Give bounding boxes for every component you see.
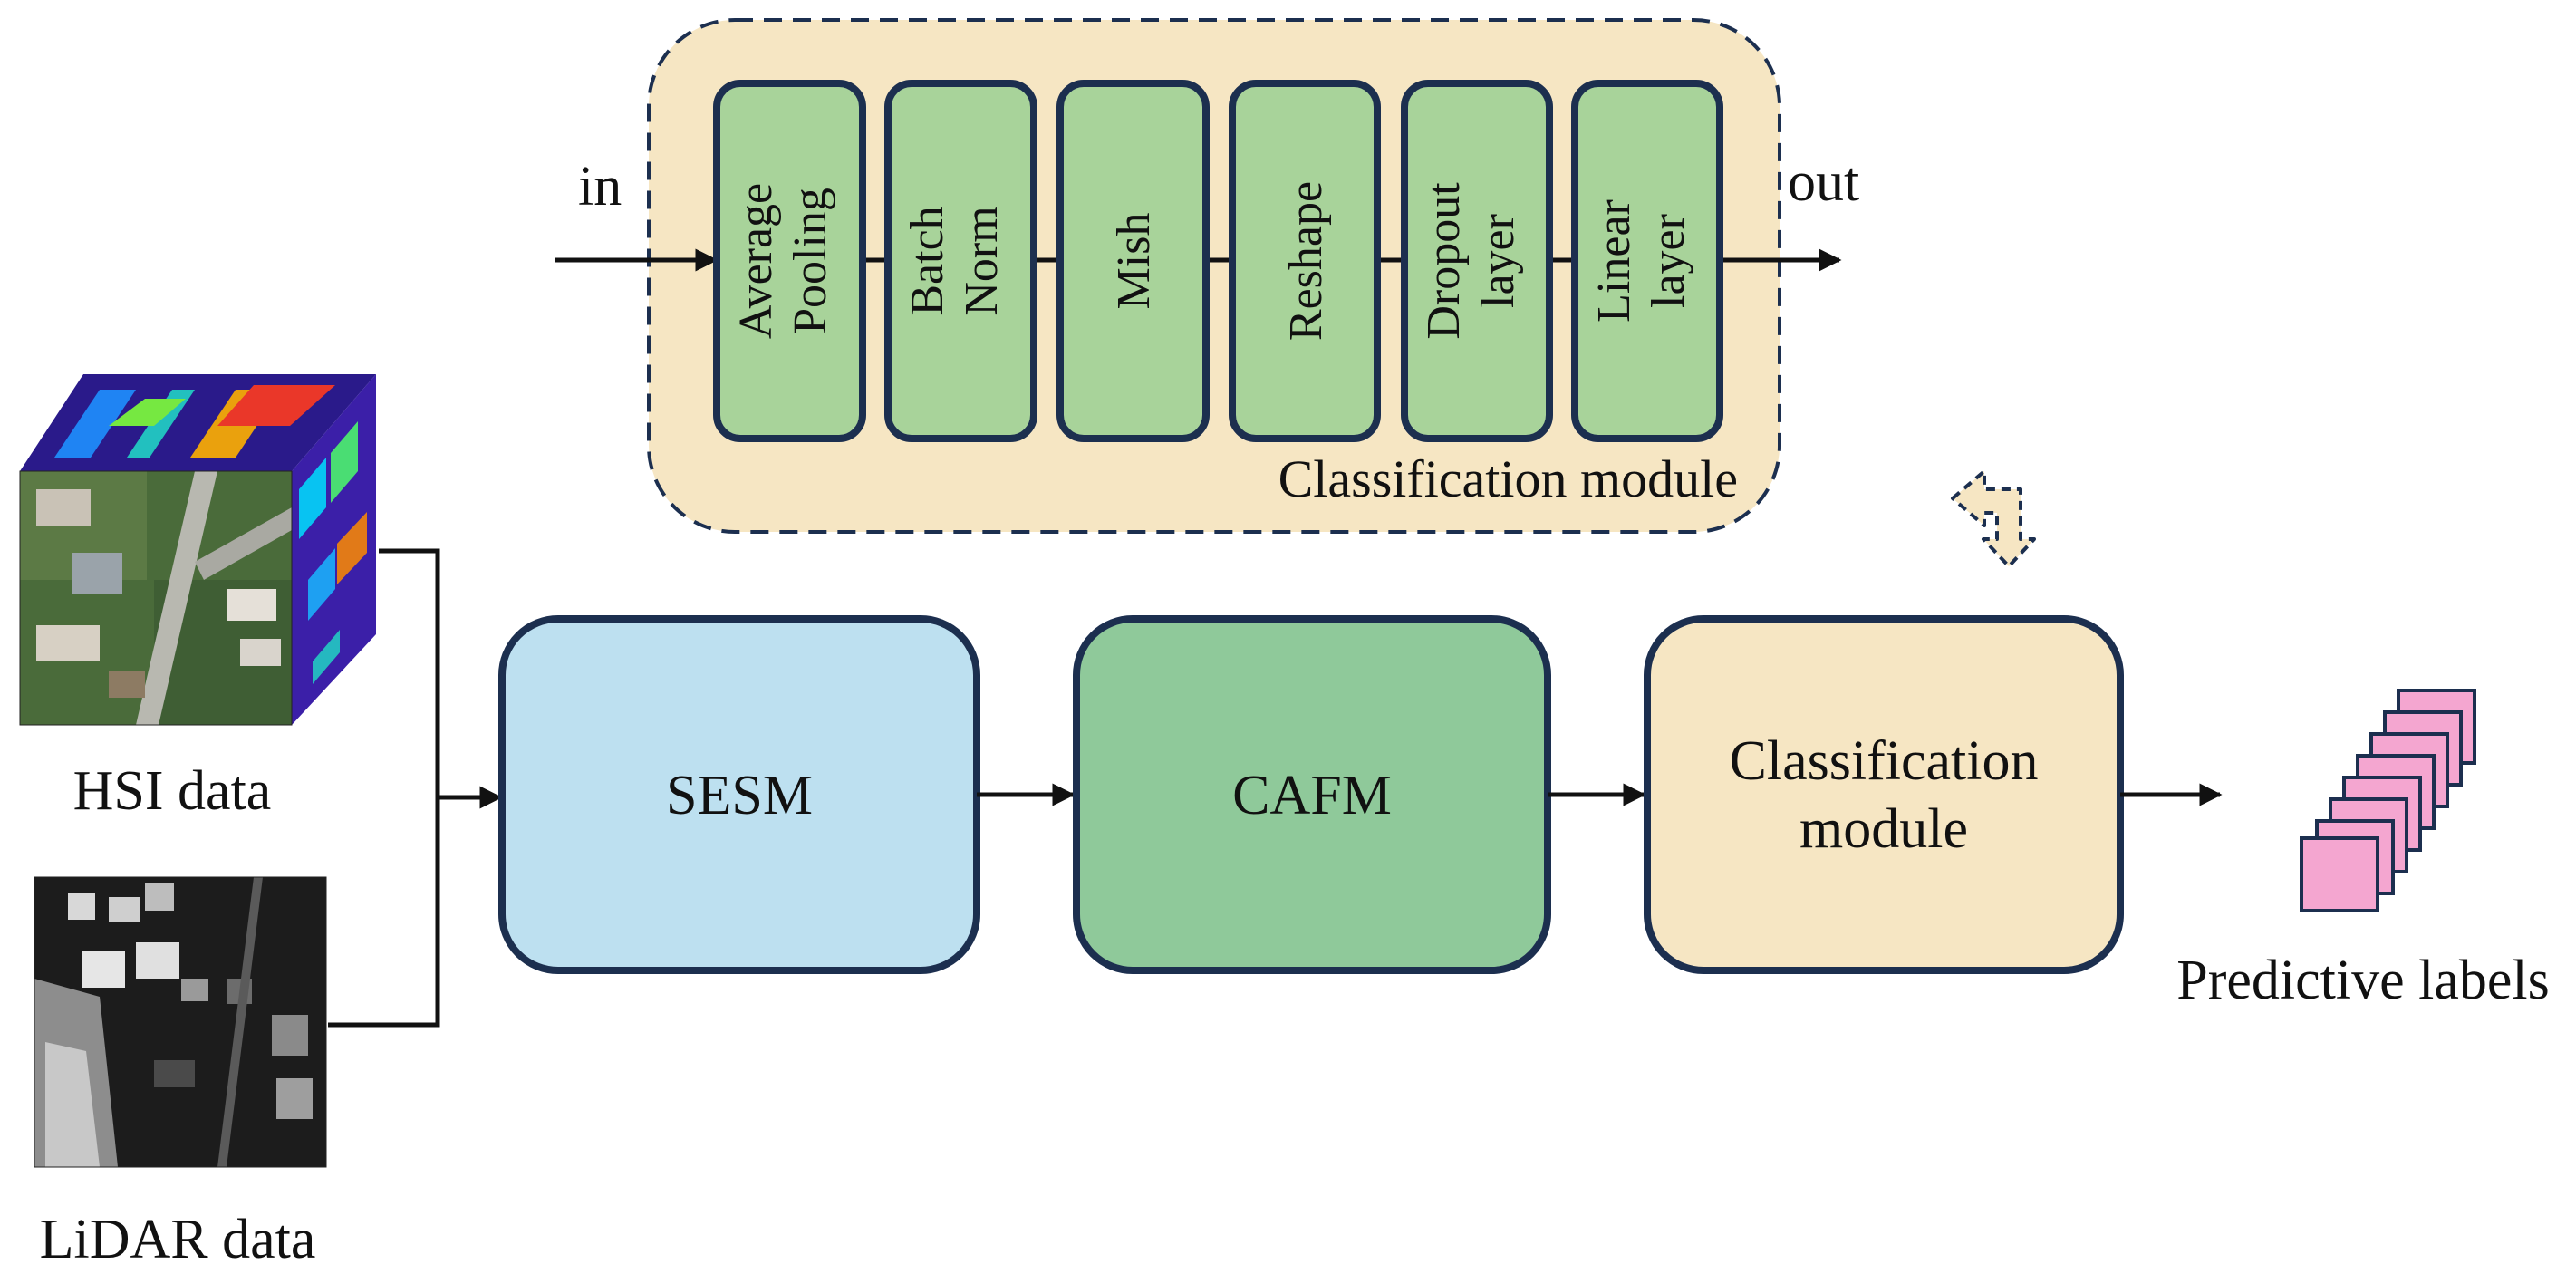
- cafm-label: CAFM: [1232, 765, 1392, 826]
- stage-mish: Mish: [1056, 80, 1210, 442]
- classification-module-block: Classification module: [1644, 615, 2124, 974]
- stage-label-line1: Batch: [902, 206, 953, 315]
- stage-label-line1: Dropout: [1418, 182, 1470, 340]
- lidar-image: [34, 876, 327, 1168]
- hsi-data-label: HSI data: [73, 760, 272, 822]
- lidar-data-label: LiDAR data: [40, 1209, 316, 1270]
- stage-label-line1: Average: [730, 183, 782, 339]
- detail-panel-title: Classification module: [1278, 449, 1738, 508]
- stage-linear-layer: Linear layer: [1571, 80, 1723, 442]
- stage-label-line2: layer: [1643, 214, 1694, 308]
- classification-detail-panel: in out Average Pooling Batch Norm: [555, 18, 1859, 534]
- sesm-label: SESM: [666, 765, 813, 826]
- detail-link-arrow-icon: [1951, 469, 2036, 568]
- stage-label-line1: Reshape: [1280, 181, 1332, 341]
- stage-dropout-layer: Dropout layer: [1401, 80, 1553, 442]
- stage-reshape: Reshape: [1229, 80, 1381, 442]
- stage-label-line2: Norm: [956, 206, 1008, 315]
- sesm-block: SESM: [498, 615, 980, 974]
- stage-label-line2: Pooling: [785, 188, 836, 334]
- stage-label-line1: Mish: [1108, 213, 1160, 310]
- stage-batch-norm: Batch Norm: [884, 80, 1037, 442]
- predictive-labels-label: Predictive labels: [2176, 950, 2549, 1011]
- classification-label-line1: Classification: [1730, 730, 2039, 792]
- classification-label-line2: module: [1799, 798, 1968, 860]
- predictive-labels-stack-icon: [2300, 689, 2476, 912]
- stage-label-line1: Linear: [1588, 199, 1640, 323]
- hsi-cube-image: [19, 374, 376, 726]
- stage-average-pooling: Average Pooling: [713, 80, 866, 442]
- cafm-block: CAFM: [1073, 615, 1551, 974]
- detail-out-label: out: [1788, 151, 1859, 213]
- merge-connector: [328, 548, 440, 1028]
- detail-in-label: in: [578, 156, 622, 217]
- stage-label-line2: layer: [1472, 214, 1524, 308]
